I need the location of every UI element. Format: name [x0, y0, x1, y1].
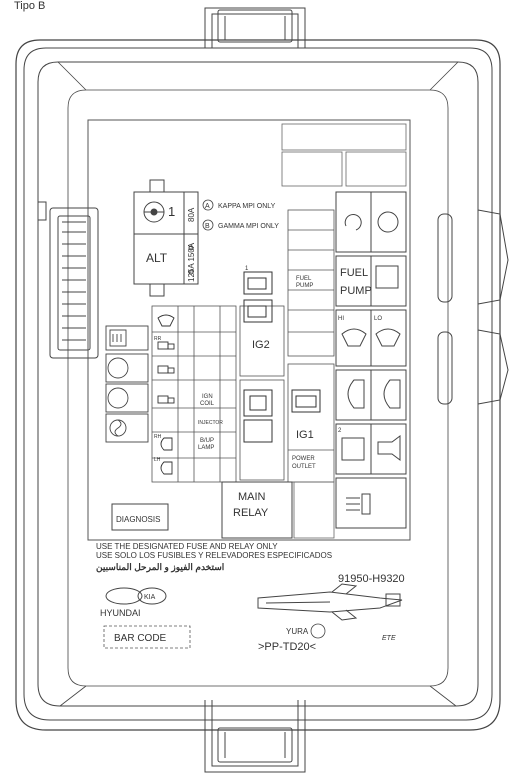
label-f1a: 1 — [245, 266, 249, 272]
label-rr: RR — [154, 336, 162, 342]
label-rh: RH — [154, 434, 162, 440]
marker-a: A — [205, 203, 210, 210]
material: >PP-TD20< — [258, 641, 316, 653]
relay-icons-a — [243, 271, 321, 443]
alt-rating-b: 125A 150A — [187, 242, 196, 282]
label-ig2: IG2 — [252, 339, 270, 351]
relay-column — [335, 191, 407, 529]
empty-slots-top — [281, 123, 407, 187]
variant-markers — [202, 199, 214, 231]
header-label: Tipo B — [14, 0, 45, 12]
warning-es: USE SOLO LOS FUSIBLES Y RELEVADORES ESPE… — [96, 551, 332, 560]
left-fuse-column — [105, 325, 149, 443]
alt-number: 1 — [168, 204, 175, 219]
brand-hyundai: HYUNDAI — [100, 608, 141, 618]
bottom-latch — [204, 700, 306, 773]
diagnosis-box — [111, 503, 169, 531]
alt-fuse — [133, 179, 199, 297]
barcode-label: BAR CODE — [114, 633, 167, 644]
gamma-note: GAMMA MPI ONLY — [218, 223, 279, 230]
kappa-note: KAPPA MPI ONLY — [218, 203, 276, 210]
barcode-box — [103, 625, 191, 649]
supplier: YURA — [286, 627, 309, 636]
label-injector: INJECTOR — [198, 420, 223, 426]
warning-en: USE THE DESIGNATED FUSE AND RELAY ONLY — [96, 542, 278, 551]
top-latch — [204, 7, 306, 48]
label-lh: LH — [154, 457, 161, 463]
right-clips — [437, 209, 509, 405]
part-number: 91950-H9320 — [338, 573, 405, 585]
ete-mark: ETE — [382, 635, 396, 642]
alt-label: ALT — [146, 251, 168, 265]
label-hi: HI — [338, 316, 344, 322]
left-connector — [37, 201, 99, 359]
brand-logos — [105, 587, 167, 605]
grid-icons — [157, 314, 175, 475]
fuse-column-right — [287, 209, 335, 483]
label-f2: 2 — [338, 428, 342, 434]
main-relay — [221, 481, 293, 539]
label-ig1: IG1 — [296, 429, 314, 441]
housing-outline — [15, 39, 501, 731]
marker-b: B — [205, 223, 210, 230]
label-lo: LO — [374, 316, 382, 322]
brand-kia: KIA — [144, 594, 156, 601]
inner-panel — [87, 119, 411, 541]
diagnosis-label: DIAGNOSIS — [116, 515, 160, 524]
fuse-puller — [257, 583, 403, 621]
warning-ar: استخدم الفيوز و المرحل المناسبين — [96, 562, 224, 573]
alt-rating-a: 80A — [187, 207, 196, 222]
fuse-grid — [151, 305, 285, 483]
date-wheel — [310, 623, 326, 639]
relay-slot-empty — [293, 481, 335, 539]
